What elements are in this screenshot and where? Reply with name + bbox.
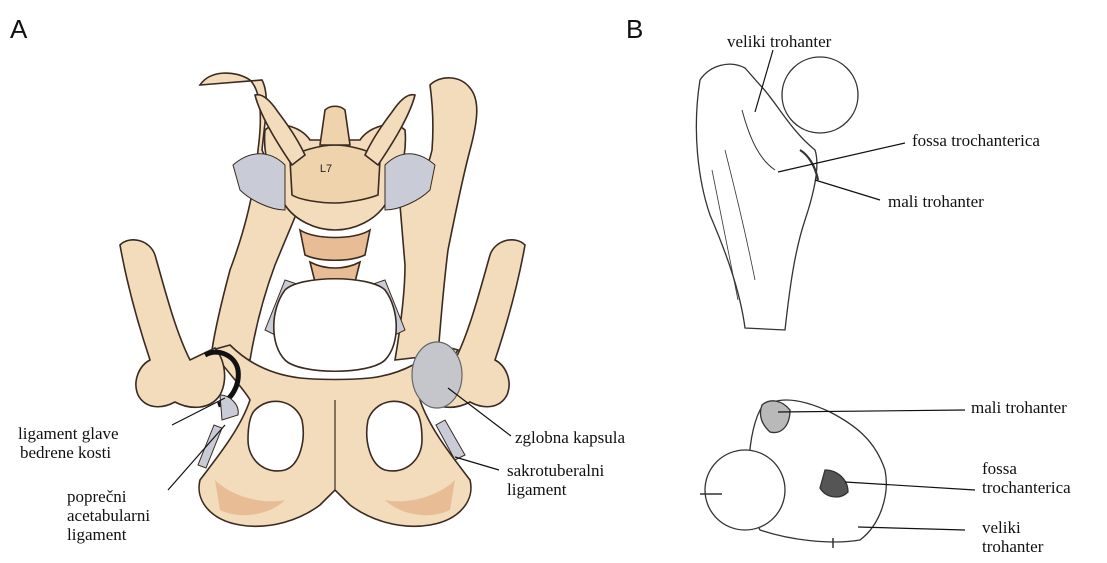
femur-proximal-illustration	[696, 57, 858, 330]
label-sakrotuberalni: sakrotuberalni ligament	[507, 461, 604, 499]
label-veliki-bottom-line2: trohanter	[982, 537, 1043, 556]
l7-label: L7	[320, 163, 332, 175]
label-ligament-glave-line2: bedrene kosti	[18, 443, 119, 462]
pelvis-illustration	[120, 73, 525, 526]
femoral-head-top	[782, 57, 858, 133]
label-ligament-glave: ligament glave bedrene kosti	[18, 424, 119, 462]
label-poprecni-line2: acetabularni	[67, 506, 150, 525]
l7-spinous-process	[320, 106, 350, 145]
joint-capsule	[412, 342, 462, 408]
caudal-vertebra-1	[300, 230, 370, 260]
left-obturator-foramen	[248, 401, 303, 471]
panel-b-letter: B	[626, 14, 643, 45]
label-fossa-bottom-line1: fossa	[982, 459, 1071, 478]
label-zglobna-kapsula: zglobna kapsula	[515, 428, 625, 447]
label-poprecni-line1: poprečni	[67, 487, 150, 506]
label-veliki-trohanter-top: veliki trohanter	[727, 32, 831, 51]
femoral-head-bottom	[705, 450, 785, 530]
label-fossa-trochanterica-bottom: fossa trochanterica	[982, 459, 1071, 497]
right-obturator-foramen	[367, 401, 422, 471]
label-poprecni: poprečni acetabularni ligament	[67, 487, 150, 544]
label-poprecni-line3: ligament	[67, 525, 150, 544]
left-femur	[120, 240, 225, 408]
label-mali-trohanter-top: mali trohanter	[888, 192, 984, 211]
label-sakrotuberalni-line1: sakrotuberalni	[507, 461, 604, 480]
label-fossa-trochanterica-top: fossa trochanterica	[912, 131, 1040, 150]
label-ligament-glave-line1: ligament glave	[18, 424, 119, 443]
pelvic-inlet	[274, 279, 397, 372]
label-fossa-bottom-line2: trochanterica	[982, 478, 1071, 497]
label-mali-trohanter-bottom: mali trohanter	[971, 398, 1067, 417]
label-sakrotuberalni-line2: ligament	[507, 480, 604, 499]
femur-proximal-end-view	[700, 400, 886, 548]
ligament-left-sacroiliac	[233, 154, 285, 210]
label-veliki-trohanter-bottom: veliki trohanter	[982, 518, 1043, 556]
right-ilium	[395, 78, 477, 360]
panel-a-letter: A	[10, 14, 27, 45]
label-veliki-bottom-line1: veliki	[982, 518, 1043, 537]
